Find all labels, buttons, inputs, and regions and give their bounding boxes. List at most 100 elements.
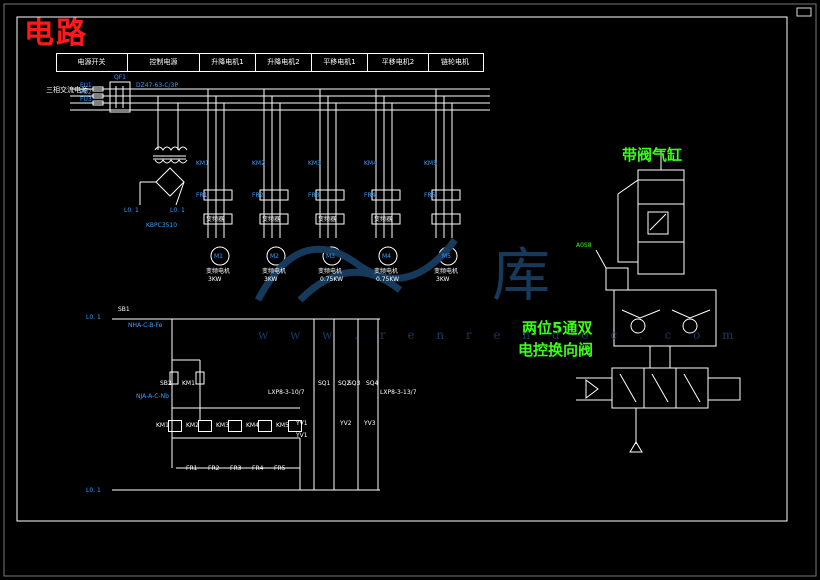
motor-label: M4	[382, 253, 391, 260]
power-side-label: 三相交流电源	[46, 86, 88, 94]
fr-contact-label: FR5	[274, 465, 286, 472]
vfd-box	[315, 213, 345, 225]
header-cell: 链轮电机	[441, 58, 469, 66]
vfd-box	[203, 213, 233, 225]
valve-label-line1: 两位5通双	[522, 319, 593, 337]
header-cell: 电源开关	[56, 53, 128, 71]
watermark-url: w w w . r e n r e n d o c . c o m	[258, 328, 743, 342]
header-cell: 控制电源	[128, 53, 200, 71]
sq-label: SQ2	[338, 380, 351, 387]
coil-label: KM5	[276, 422, 289, 429]
motor-label: M5	[442, 253, 451, 260]
vfd-label: 变频器	[262, 216, 281, 223]
yv-label: YV3	[364, 420, 376, 427]
motor-desc: 变频电机	[262, 268, 287, 275]
motor-desc: 变频电机	[434, 268, 459, 275]
coil-box	[228, 420, 242, 432]
sb2-label: SB2	[160, 380, 172, 387]
motor-power: 3KW	[436, 276, 450, 283]
motor-label: M3	[326, 253, 335, 260]
motor-desc: 变频电机	[374, 268, 399, 275]
limit-part-left: LXP8-3-10/7	[268, 389, 305, 396]
coil-label: KM4	[246, 422, 259, 429]
fr-label: FR1	[196, 192, 208, 199]
yv-below-label: YV1	[296, 432, 308, 439]
fu-label: FU2	[80, 89, 92, 96]
fr-contact-label: FR1	[186, 465, 198, 472]
sensor-label: A0S8	[576, 242, 592, 249]
sq-label: SQ4	[366, 380, 379, 387]
header-table	[56, 53, 484, 72]
vfd-box	[259, 213, 289, 225]
header-cell: 平移电机1	[312, 53, 368, 71]
fu-label: FU1	[80, 82, 92, 89]
header-cell: 升降电机2	[256, 53, 312, 71]
watermark-logo	[254, 237, 458, 303]
motor-symbol	[378, 246, 398, 266]
vfd-label: 变频器	[374, 216, 393, 223]
control-l1-label: L0. 1	[86, 314, 101, 321]
overload-relay	[371, 189, 401, 201]
motor-power: 3KW	[208, 276, 222, 283]
header-cell: 升降电机1	[200, 53, 256, 71]
coil-box	[198, 420, 212, 432]
fr-contact-label: FR2	[208, 465, 220, 472]
fr-label: FR4	[364, 192, 376, 199]
rectifier-left-label: L0. 1	[124, 207, 139, 214]
sb2-part: NJA-A-C-Nb	[136, 393, 169, 400]
fr-label: FR2	[252, 192, 264, 199]
sq-label: SQ3	[348, 380, 361, 387]
qf-label: QF1	[114, 74, 126, 81]
km-label: KM2	[252, 160, 265, 167]
sb1-part: NHA-C-B-Fe	[128, 322, 163, 329]
rectifier-part: KBPC3510	[146, 222, 178, 229]
motor-power: 0.75KW	[320, 276, 344, 283]
coil-box	[168, 420, 182, 432]
vfd-box	[371, 213, 401, 225]
motor-label: M2	[270, 253, 279, 260]
sq-label: SQ1	[318, 380, 331, 387]
fr-contact-label: FR3	[230, 465, 242, 472]
fu-label: FU3	[80, 96, 92, 103]
vfd-box	[431, 213, 461, 225]
coil-label: KM1	[156, 422, 169, 429]
motor-symbol	[266, 246, 286, 266]
fr-contact-label: FR4	[252, 465, 264, 472]
coil-box	[288, 420, 302, 432]
motor-symbol	[210, 246, 230, 266]
rectifier-right-label: L0. 1	[170, 207, 185, 214]
motor-desc: 变频电机	[318, 268, 343, 275]
motor-power: 0.75KW	[376, 276, 400, 283]
overload-relay	[203, 189, 233, 201]
motor-label: M1	[214, 253, 223, 260]
vfd-label: 变频器	[206, 216, 225, 223]
sb1-label: SB1	[118, 306, 130, 313]
km-label: KM1	[196, 160, 209, 167]
coil-label: KM2	[186, 422, 199, 429]
overload-relay	[315, 189, 345, 201]
cylinder-label: 带阀气缸	[622, 146, 683, 164]
km-label: KM3	[308, 160, 321, 167]
diagram-title: 电路	[24, 16, 88, 51]
coil-box	[258, 420, 272, 432]
yv-label: YV1	[296, 420, 308, 427]
limit-part-right: LXP8-3-13/7	[380, 389, 417, 396]
motor-desc: 变频电机	[206, 268, 231, 275]
header-cell: 平移电机2	[368, 53, 429, 71]
coil-label: KM3	[216, 422, 229, 429]
km1-aux-label: KM1	[182, 380, 195, 387]
vfd-label: 变频器	[318, 216, 337, 223]
yv-label: YV2	[340, 420, 352, 427]
km-label: KM4	[364, 160, 377, 167]
breaker-part: DZ47-63-C/3P	[136, 82, 178, 89]
valve-label-line2: 电控换向阀	[518, 341, 594, 359]
overload-relay	[259, 189, 289, 201]
overload-relay	[431, 189, 461, 201]
motor-power: 3KW	[264, 276, 278, 283]
control-l2-label: L0. 1	[86, 487, 101, 494]
fr-label: FR3	[308, 192, 320, 199]
fr-label: FR5	[424, 192, 436, 199]
km-label: KM5	[424, 160, 437, 167]
watermark-char: 库	[492, 241, 551, 309]
